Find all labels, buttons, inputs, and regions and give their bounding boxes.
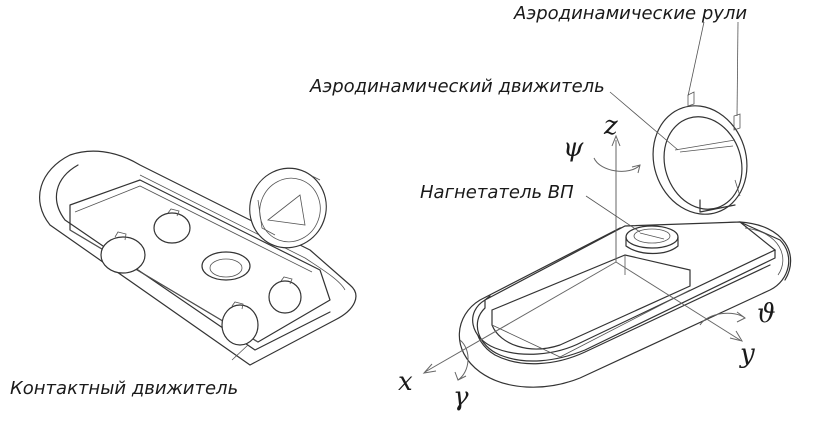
contact-wheel-2 — [153, 212, 191, 244]
rudder-right — [733, 113, 741, 131]
axis-label-y: y — [739, 339, 755, 369]
left-vehicle-underside — [39, 150, 357, 366]
axis-label-theta: ϑ — [757, 299, 776, 329]
axis-label-z: z — [603, 111, 618, 141]
contact-wheel-3 — [221, 304, 259, 346]
label-cushion-blower: Нагнетатель ВП — [420, 182, 574, 203]
left-propulsor-ring — [249, 167, 327, 249]
rudder-left — [687, 91, 695, 107]
blower-opening — [201, 251, 251, 281]
label-contact-propulsor: Контактный движитель — [10, 378, 238, 399]
axis-label-x: x — [398, 367, 413, 397]
label-aero-propulsor: Аэродинамический движитель — [309, 76, 605, 97]
axis-label-gamma: γ — [453, 382, 469, 412]
leader-lines — [231, 21, 739, 361]
label-aero-rudders: Аэродинамические рули — [513, 3, 747, 24]
axes — [422, 134, 746, 381]
contact-wheel-1 — [100, 236, 146, 274]
right-vehicle-top — [458, 91, 792, 388]
axis-label-psi: ψ — [563, 133, 584, 163]
contact-wheel-4 — [268, 280, 302, 314]
